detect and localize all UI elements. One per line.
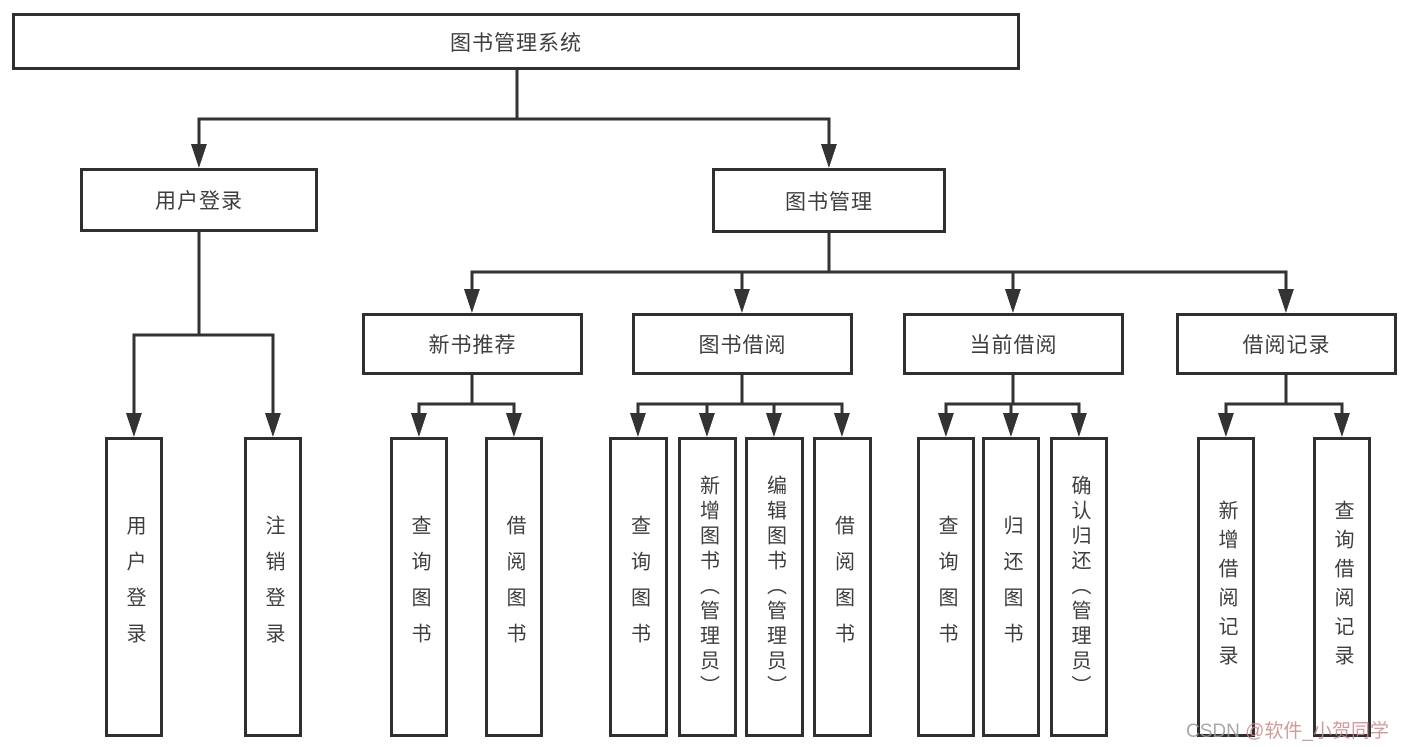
leaf-query-book-a: 查询图书 [390,437,448,737]
leaf-edit-book-admin-label: 编辑图书（管理员） [763,474,786,700]
leaf-query-book-a-label: 查询图书 [408,515,430,659]
node-root: 图书管理系统 [12,13,1020,70]
node-book-borrow-label: 图书借阅 [698,334,787,357]
leaf-query-book-b-label: 查询图书 [627,515,650,659]
leaf-add-borrow-record-label: 新增借阅记录 [1215,500,1237,674]
node-borrow-record: 借阅记录 [1176,313,1397,375]
leaf-add-book-admin: 新增图书（管理员） [678,437,737,737]
leaf-query-borrow-record-label: 查询借阅记录 [1331,500,1353,674]
leaf-confirm-return-admin: 确认归还（管理员） [1050,437,1108,737]
node-new-book-rec-label: 新书推荐 [428,334,517,357]
node-current-borrow-label: 当前借阅 [969,334,1058,357]
leaf-user-login-label: 用户登录 [123,515,145,659]
leaf-logout: 注销登录 [244,437,302,737]
leaf-add-book-admin-label: 新增图书（管理员） [696,474,719,700]
node-new-book-rec: 新书推荐 [362,313,583,375]
leaf-borrow-book-b-label: 借阅图书 [831,515,854,659]
leaf-query-borrow-record: 查询借阅记录 [1313,437,1371,737]
csdn-watermark-handle: @软件_小贺同学 [1245,721,1389,742]
node-borrow-record-label: 借阅记录 [1242,334,1331,357]
leaf-borrow-book-a-label: 借阅图书 [503,515,525,659]
leaf-borrow-book-b: 借阅图书 [813,437,872,737]
leaf-return-book-label: 归还图书 [1000,515,1022,659]
leaf-user-login: 用户登录 [105,437,163,737]
csdn-watermark-prefix: CSDN [1186,721,1246,742]
leaf-confirm-return-admin-label: 确认归还（管理员） [1068,474,1090,700]
leaf-query-book-c: 查询图书 [917,437,975,737]
leaf-borrow-book-a: 借阅图书 [485,437,543,737]
leaf-query-book-b: 查询图书 [609,437,668,737]
leaf-add-borrow-record: 新增借阅记录 [1197,437,1255,737]
csdn-watermark: CSDN @软件_小贺同学 [1186,716,1389,743]
leaf-query-book-c-label: 查询图书 [935,515,957,659]
node-book-borrow: 图书借阅 [632,313,853,375]
leaf-logout-label: 注销登录 [262,515,284,659]
node-book-mgmt: 图书管理 [712,168,946,233]
leaf-edit-book-admin: 编辑图书（管理员） [745,437,804,737]
node-user-login: 用户登录 [80,168,318,232]
node-current-borrow: 当前借阅 [903,313,1124,375]
leaf-return-book: 归还图书 [982,437,1040,737]
node-user-login-label: 用户登录 [155,190,243,213]
node-book-mgmt-label: 图书管理 [785,190,873,214]
node-root-label: 图书管理系统 [450,31,582,55]
